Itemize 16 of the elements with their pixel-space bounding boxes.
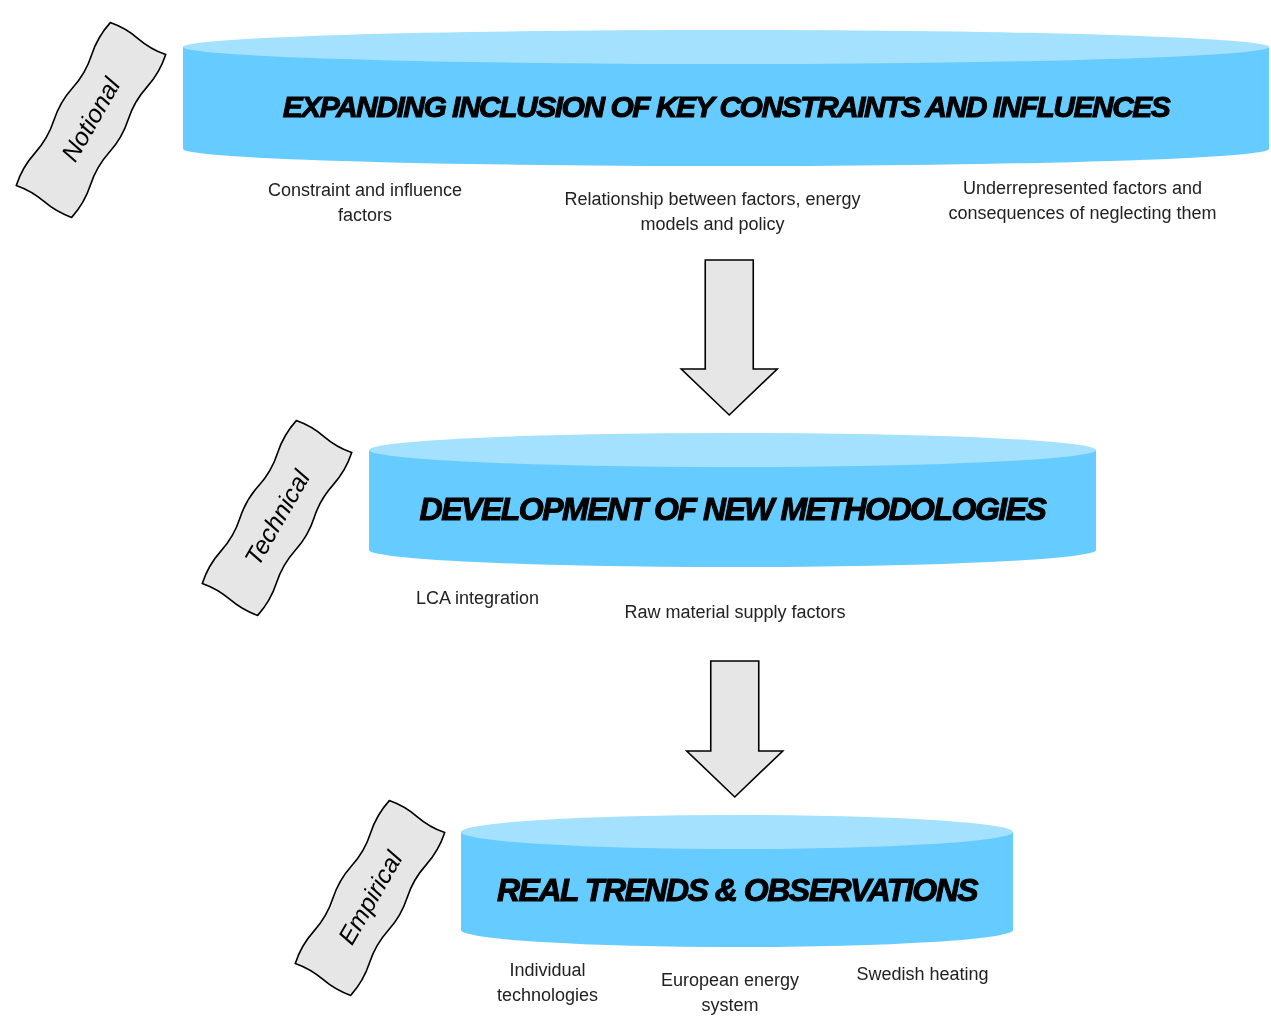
- caption-text: Raw material supply factors: [623, 601, 847, 624]
- caption-text: Constraint and influence factors: [266, 179, 464, 227]
- level-heading: EXPANDING INCLUSION OF KEY CONSTRAINTS AND INFLUENCES: [282, 89, 1170, 125]
- cylinder-platform: [369, 433, 1096, 567]
- caption-text: European energy system: [659, 969, 801, 1017]
- caption-text: LCA integration: [414, 587, 541, 610]
- caption-text: Swedish heating: [855, 963, 990, 986]
- caption-text: Individual technologies: [495, 959, 600, 1007]
- level-heading: DEVELOPMENT OF NEW METHODOLOGIES: [419, 489, 1046, 529]
- cylinder-platform: [183, 30, 1269, 166]
- block-arrow: [684, 660, 785, 799]
- level-heading: REAL TRENDS & OBSERVATIONS: [496, 870, 978, 910]
- cylinder-platform: [461, 815, 1013, 947]
- caption-text: Relationship between factors, energy models and policy: [563, 188, 862, 236]
- caption-text: Underrepresented factors and consequences of neglecting them: [947, 177, 1218, 225]
- block-arrow: [679, 259, 780, 417]
